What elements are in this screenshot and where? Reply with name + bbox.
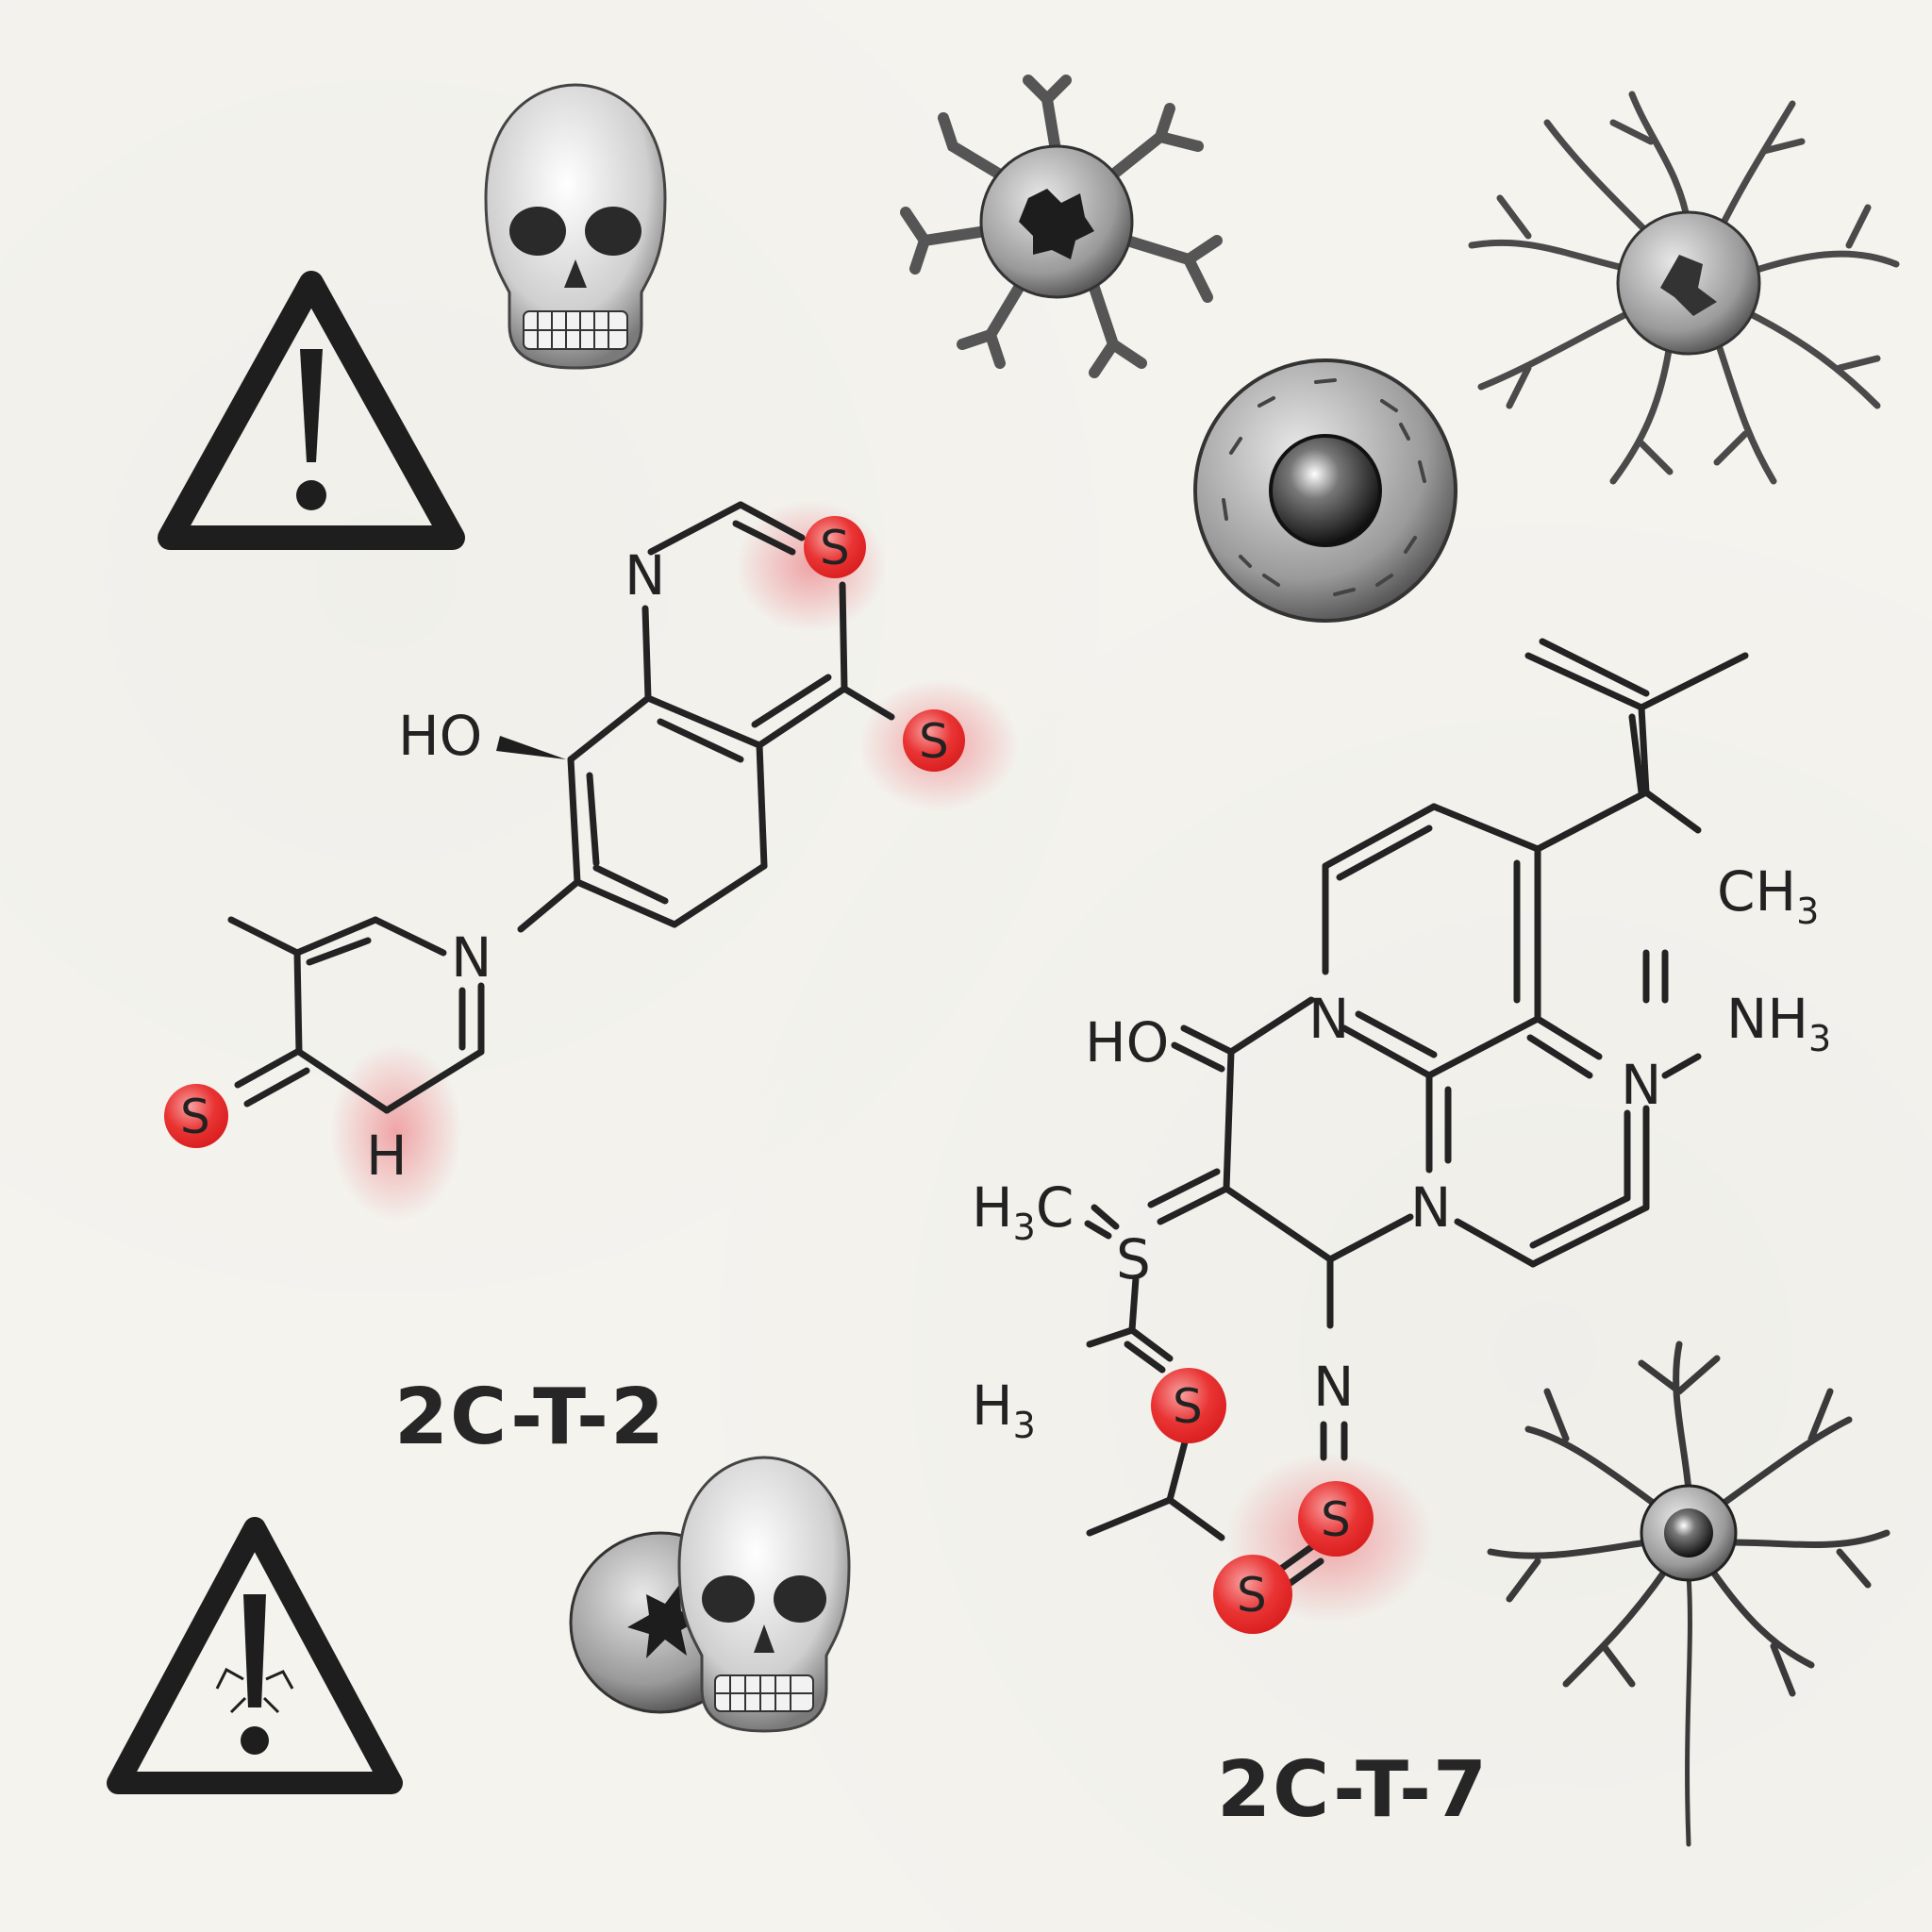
atom-n: N: [625, 543, 665, 608]
warning-triangle-icon: [158, 271, 465, 550]
cell-nucleus-icon: [1193, 358, 1457, 623]
atom-h3c: H3C: [972, 1175, 1074, 1248]
atom-s: S: [820, 521, 850, 575]
damaged-cell-icon: [900, 75, 1223, 378]
atom-h: H: [366, 1124, 408, 1188]
sulfur-atom: [1213, 1555, 1292, 1634]
atom-n: N: [1308, 987, 1349, 1051]
compound-label-2c-t-2: 2C-T-2: [394, 1373, 667, 1462]
atom-s: S: [180, 1090, 210, 1144]
atom-s: S: [919, 714, 949, 769]
skull-icon: [484, 83, 667, 370]
atom-ho: HO: [398, 704, 482, 768]
atom-ch3: CH3: [1717, 859, 1819, 932]
atom-n: N: [451, 925, 491, 990]
neuron-icon: [1487, 1341, 1890, 1847]
atom-n: N: [1621, 1053, 1661, 1117]
atom-s: S: [1116, 1227, 1151, 1291]
sulfur-atom: [1151, 1368, 1226, 1443]
atom-n: N: [1313, 1355, 1354, 1419]
atom-s: S: [1321, 1492, 1351, 1547]
neuron-icon: [1468, 91, 1900, 485]
atom-ho: HO: [1085, 1010, 1169, 1074]
atom-h3: H3: [972, 1374, 1036, 1446]
sulfur-atom: [903, 709, 965, 772]
atom-s: S: [1173, 1379, 1203, 1434]
warning-triangle-cracked-icon: [107, 1517, 403, 1794]
sulfur-atom: [1298, 1481, 1374, 1557]
compound-label-2c-t-7: 2C-T-7: [1217, 1745, 1490, 1835]
atom-nh3: NH3: [1726, 987, 1831, 1059]
sulfur-atom: [164, 1084, 228, 1148]
atom-s: S: [1237, 1568, 1267, 1623]
skull-with-cell-icon: [569, 1456, 851, 1733]
atom-n: N: [1410, 1175, 1451, 1240]
sulfur-atom: [804, 516, 866, 578]
